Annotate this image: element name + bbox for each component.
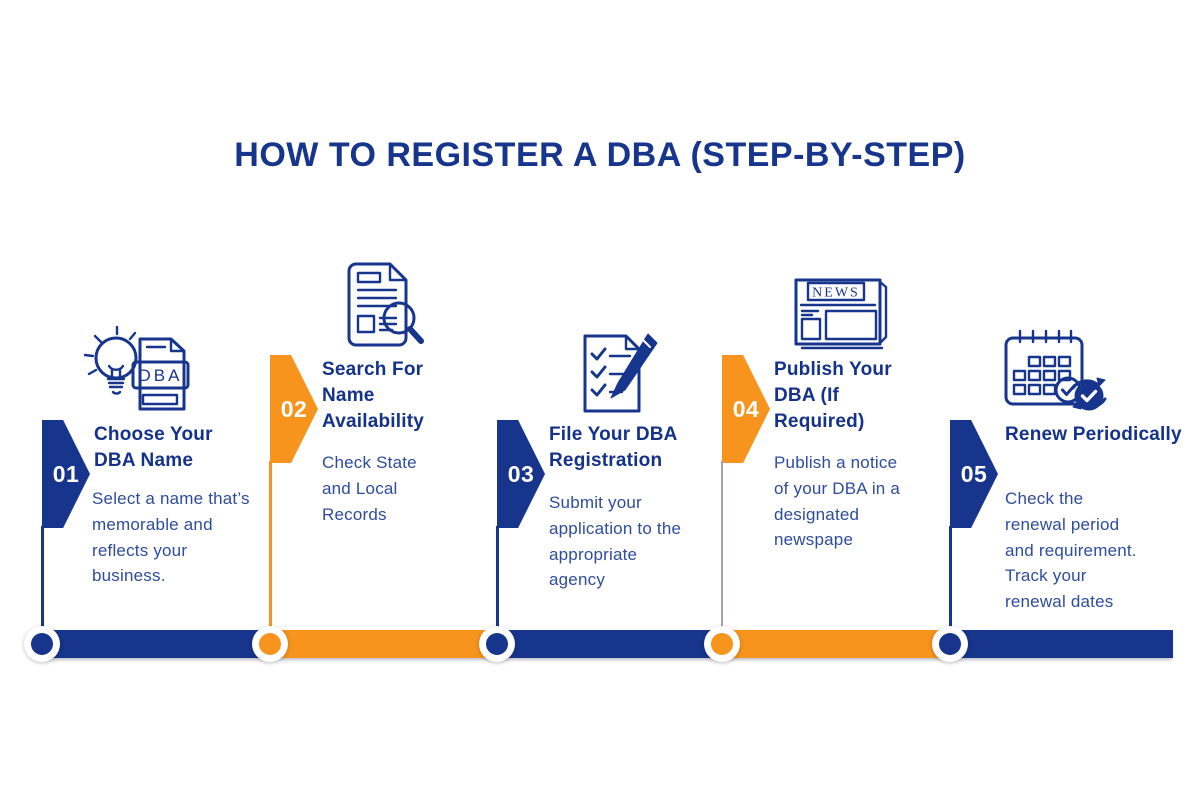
timeline-dot <box>704 626 740 662</box>
step-number: 05 <box>960 460 988 487</box>
step-description: Check State and Local Records <box>322 453 417 524</box>
calendar-renewal-icon <box>1000 324 1110 420</box>
timeline-dot <box>24 626 60 662</box>
step-number: 01 <box>52 460 80 487</box>
connector-line <box>496 526 499 632</box>
timeline-segment <box>270 630 497 658</box>
step-heading: Renew Periodically <box>1005 424 1182 445</box>
timeline-dot <box>252 626 288 662</box>
step-number-badge: 04 <box>722 355 770 463</box>
connector-line <box>41 526 44 632</box>
lightbulb-dba-document-icon: DBA <box>80 324 190 419</box>
step-description: Publish a notice of your DBA in a design… <box>774 453 901 550</box>
connector-line <box>721 461 723 632</box>
timeline-segment <box>497 630 722 658</box>
step-number-badge: 02 <box>270 355 318 463</box>
step-number-badge: 03 <box>497 420 545 528</box>
step-heading: File Your DBA Registration <box>549 424 677 472</box>
checklist-pencil-icon <box>570 328 662 420</box>
step-description: Check the renewal period and requirement… <box>1005 489 1137 612</box>
step-number: 02 <box>280 395 308 422</box>
step-description: Select a name that’s memorable and refle… <box>92 489 250 586</box>
timeline-segment <box>950 630 1173 658</box>
step-heading: Choose Your DBA Name <box>94 424 213 472</box>
newspaper-icon: NEWS <box>788 274 892 356</box>
timeline-dot <box>932 626 968 662</box>
step-heading: Publish Your DBA (If Required) <box>774 359 892 433</box>
page-title: HOW TO REGISTER A DBA (STEP-BY-STEP) <box>234 136 966 174</box>
step-number: 03 <box>507 460 535 487</box>
step-heading: Search For Name Availability <box>322 359 425 433</box>
timeline-dot <box>479 626 515 662</box>
connector-line <box>269 461 272 632</box>
dba-label: DBA <box>139 366 183 385</box>
timeline-segment <box>722 630 950 658</box>
connector-line <box>949 526 952 632</box>
timeline-bar <box>42 630 1173 658</box>
news-label: NEWS <box>812 286 860 301</box>
document-magnifier-icon <box>337 258 427 353</box>
timeline-segment <box>42 630 270 658</box>
step-number-badge: 05 <box>950 420 998 528</box>
step-number-badge: 01 <box>42 420 90 528</box>
step-number: 04 <box>732 395 760 422</box>
step-description: Submit your application to the appropria… <box>549 493 682 590</box>
